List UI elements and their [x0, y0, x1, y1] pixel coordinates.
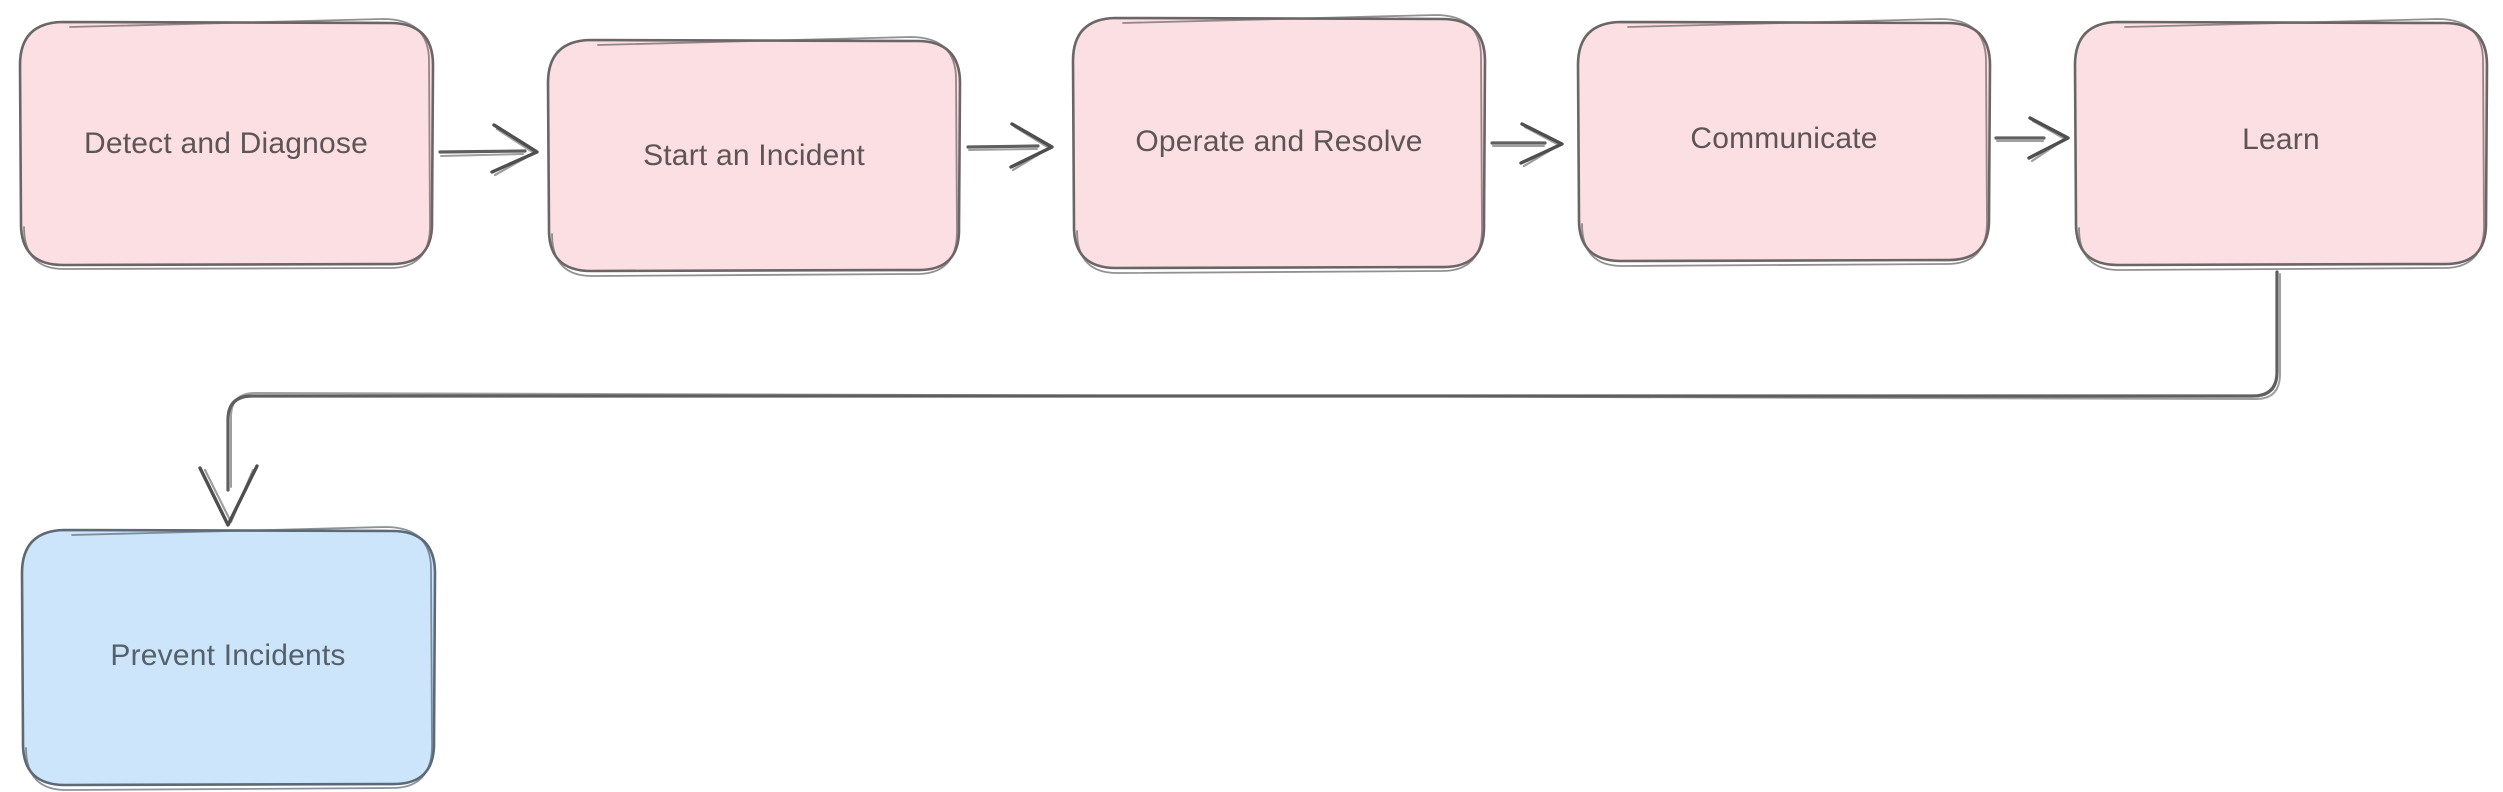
arrow-head-icon: [2027, 116, 2070, 160]
node-outline-sketch: [551, 36, 958, 277]
node-label: Detect and Diagnose: [84, 127, 368, 160]
node-detect-and-diagnose[interactable]: Detect and Diagnose: [18, 18, 435, 270]
node-label: Prevent Incidents: [110, 639, 345, 672]
node-outline: [18, 20, 435, 267]
node-outline: [1071, 16, 1487, 270]
node-outline: [2073, 20, 2489, 267]
node-shape: [548, 40, 960, 271]
arrow-head-icon: [1522, 125, 1561, 168]
edge-learn-to-prevent[interactable]: [198, 270, 2281, 527]
node-outline: [20, 528, 437, 787]
arrow-head-icon: [2030, 119, 2067, 163]
node-outline-sketch: [25, 526, 433, 791]
node-shape: [1073, 18, 1485, 268]
node-shape: [22, 530, 435, 785]
arrow-head-icon: [490, 123, 539, 174]
node-outline-sketch: [1076, 14, 1483, 274]
node-outline: [1576, 20, 1992, 263]
arrow-head-icon: [203, 468, 255, 524]
node-operate-and-resolve[interactable]: Operate and Resolve: [1071, 14, 1487, 274]
node-communicate[interactable]: Communicate: [1576, 18, 1992, 267]
node-outline: [546, 38, 962, 273]
arrow-head-icon: [493, 127, 536, 177]
arrow-head-icon: [1011, 125, 1051, 172]
node-outline-sketch: [23, 18, 431, 270]
node-label: Communicate: [1690, 122, 1877, 155]
node-shape: [20, 22, 433, 265]
edge-communicate-to-learn[interactable]: [1994, 116, 2070, 163]
node-shape: [1578, 22, 1990, 261]
node-prevent-incidents[interactable]: Prevent Incidents: [20, 526, 437, 791]
node-shape: [2075, 22, 2487, 265]
nodes-layer: Detect and Diagnose Start an Incident Op…: [18, 14, 2489, 791]
edge-operate-to-communicate[interactable]: [1490, 122, 1564, 168]
arrow-head-icon: [1519, 122, 1564, 165]
arrow-head-icon: [1009, 122, 1054, 169]
node-outline-sketch: [1581, 18, 1988, 267]
node-start-an-incident[interactable]: Start an Incident: [546, 36, 962, 277]
node-learn[interactable]: Learn: [2073, 18, 2489, 271]
edge-start-to-operate[interactable]: [966, 122, 1054, 172]
edge-detect-to-start[interactable]: [438, 123, 539, 177]
node-label: Start an Incident: [643, 139, 865, 172]
node-label: Learn: [2242, 123, 2320, 156]
node-label: Operate and Resolve: [1135, 125, 1422, 158]
edges-layer: [198, 116, 2281, 527]
node-outline-sketch: [2078, 18, 2485, 271]
